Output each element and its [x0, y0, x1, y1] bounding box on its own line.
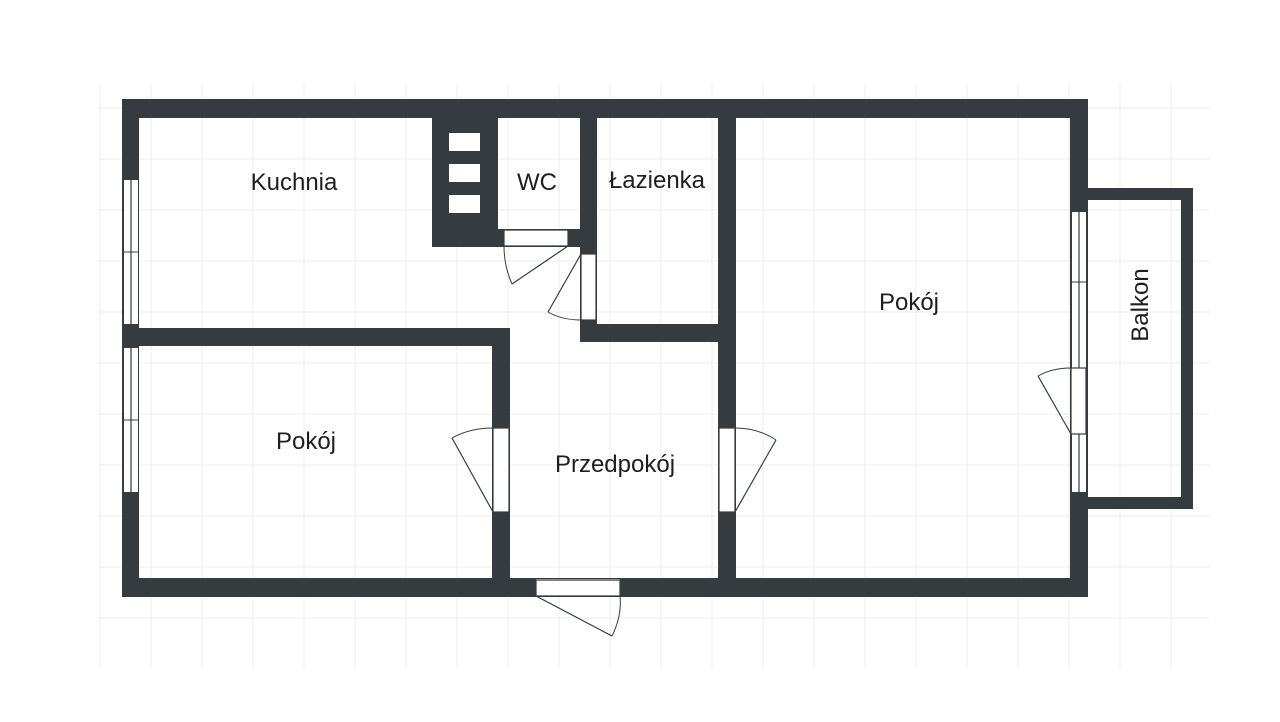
door-bathroom: [547, 253, 597, 321]
room-label-living-room: Pokój: [879, 289, 939, 316]
ventilation-shaft: [449, 133, 480, 213]
door-balcony: [1037, 367, 1087, 435]
room-label-bathroom: Łazienka: [609, 167, 706, 194]
window-living-room: [1072, 212, 1086, 492]
room-label-hallway: Przedpokój: [555, 451, 675, 478]
room-label-wc: WC: [517, 169, 557, 196]
door-bedroom: [451, 427, 510, 513]
door-living-room: [718, 427, 777, 513]
door-wc: [503, 229, 569, 285]
room-label-balcony: Balkon: [1127, 268, 1154, 341]
door-entrance: [535, 579, 621, 637]
balcony: [1086, 188, 1193, 509]
room-label-kitchen: Kuchnia: [251, 169, 338, 196]
room-label-bedroom: Pokój: [276, 428, 336, 455]
window-bedroom: [124, 348, 138, 492]
window-kitchen: [124, 180, 138, 324]
